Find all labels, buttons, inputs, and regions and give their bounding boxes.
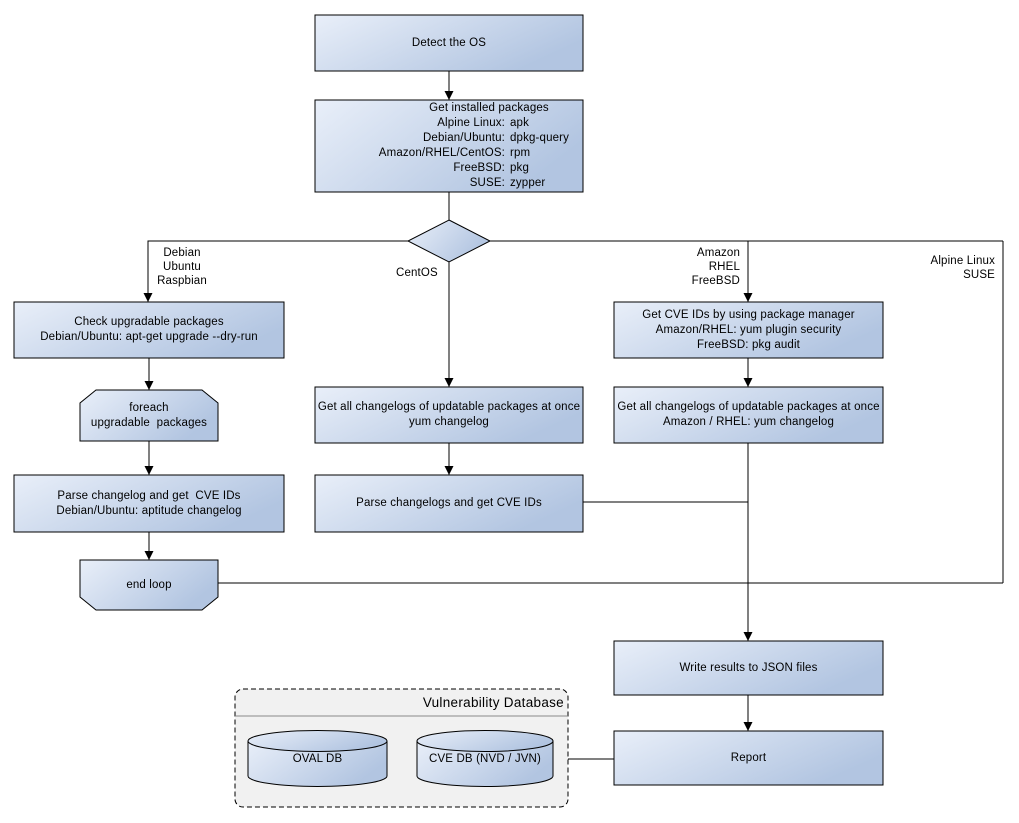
get-installed-packages-node: [314, 99, 584, 193]
oval-db-cylinder-top: [247, 730, 388, 752]
cve-db-cylinder: [416, 740, 554, 787]
get-changelogs-yum-node: [314, 386, 584, 444]
check-upgradable-node: [13, 301, 285, 359]
get-changelogs-amazon-node: [613, 386, 884, 444]
foreach-loop-node: [79, 389, 219, 442]
end-loop-node: [79, 559, 219, 611]
get-cve-ids-pkg-mgr-node: [613, 301, 884, 359]
write-results-node: [613, 640, 884, 696]
parse-changelogs-yum-node: [314, 474, 584, 533]
os-decision-diamond: [406, 219, 492, 263]
report-node: [613, 730, 884, 786]
cve-db-cylinder-top: [416, 730, 554, 752]
edge-decision-to-check-upgradable: [143, 240, 408, 302]
parse-changelog-deb-node: [13, 474, 285, 533]
oval-db-cylinder: [247, 740, 388, 787]
detect-os-node: [314, 14, 584, 72]
